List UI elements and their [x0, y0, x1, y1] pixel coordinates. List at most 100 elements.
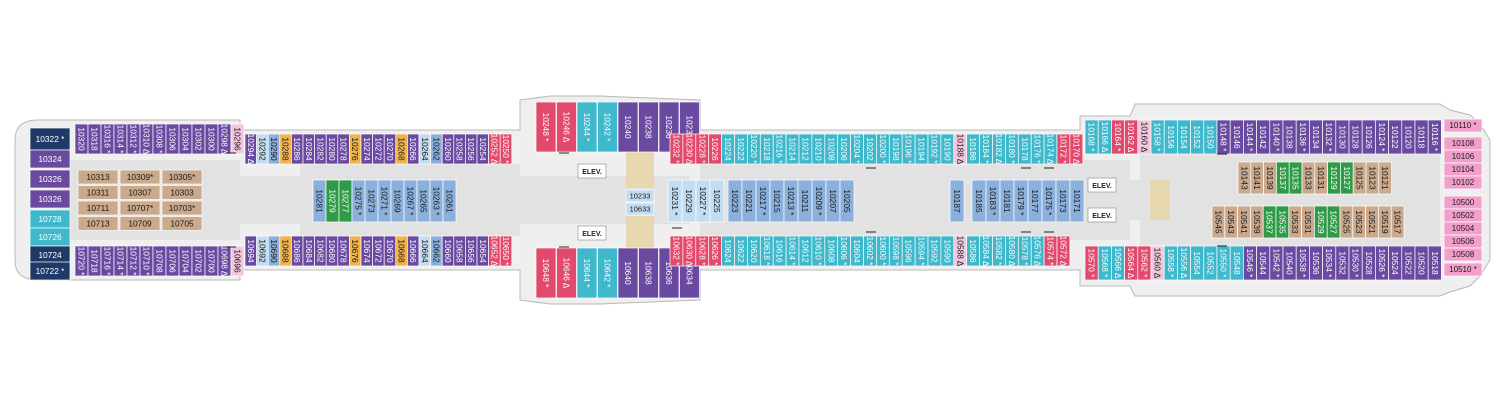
- cabin-10580[interactable]: 10580 Δ: [1005, 236, 1019, 267]
- cabin-10678[interactable]: 10678: [337, 235, 350, 267]
- cabin-10274[interactable]: 10274: [360, 133, 373, 165]
- cabin-10517[interactable]: 10517: [1390, 205, 1405, 239]
- cabin-10684[interactable]: 10684: [302, 235, 315, 267]
- cabin-10604[interactable]: 10604: [850, 235, 864, 267]
- cabin-10518[interactable]: 10518: [1427, 245, 1442, 281]
- cabin-10280[interactable]: 10280: [325, 133, 339, 165]
- cabin-10504[interactable]: 10504: [1443, 221, 1483, 236]
- cabin-10528[interactable]: 10528: [1361, 245, 1376, 281]
- cabin-10560[interactable]: 10560 Δ: [1150, 245, 1165, 281]
- cabin-10184[interactable]: 10184 *: [979, 133, 993, 165]
- cabin-10143[interactable]: 10143: [1237, 161, 1252, 195]
- cabin-10707[interactable]: 10707*: [119, 200, 161, 216]
- cabin-10536[interactable]: 10536: [1309, 245, 1323, 281]
- cabin-10220[interactable]: 10220 *: [747, 133, 761, 165]
- cabin-10574[interactable]: 10574 *: [1043, 235, 1058, 267]
- cabin-10586[interactable]: 10586: [966, 235, 980, 267]
- cabin-10162[interactable]: 10162 Δ: [1124, 119, 1139, 155]
- cabin-10602[interactable]: 10602 *: [863, 235, 877, 267]
- cabin-10544[interactable]: 10544: [1256, 245, 1271, 281]
- cabin-10682[interactable]: 10682: [314, 235, 327, 267]
- cabin-10137[interactable]: 10137: [1276, 161, 1290, 195]
- cabin-10610[interactable]: 10610 *: [811, 235, 826, 267]
- cabin-10227[interactable]: 10227 *: [695, 179, 711, 223]
- cabin-10519[interactable]: 10519: [1378, 205, 1392, 239]
- cabin-10552[interactable]: 10552: [1203, 245, 1218, 281]
- cabin-10652[interactable]: 10652 Δ: [488, 236, 501, 267]
- cabin-10320[interactable]: 10320: [74, 123, 89, 155]
- cabin-10543[interactable]: 10543: [1224, 205, 1238, 239]
- cabin-10202[interactable]: 10202: [863, 133, 877, 165]
- cabin-10521[interactable]: 10521: [1365, 205, 1379, 239]
- cabin-10158[interactable]: 10158 *: [1150, 119, 1165, 155]
- cabin-10534[interactable]: 10534 *: [1322, 245, 1337, 281]
- cabin-10324[interactable]: 10324: [29, 149, 71, 169]
- cabin-10290[interactable]: 10290: [267, 133, 281, 165]
- cabin-10271[interactable]: 10271 *: [377, 179, 392, 223]
- cabin-10278[interactable]: 10278: [337, 133, 350, 165]
- cabin-10709[interactable]: 10709: [119, 216, 161, 231]
- cabin-10318[interactable]: 10318: [87, 123, 102, 155]
- cabin-10628[interactable]: 10628 *: [695, 235, 710, 267]
- cabin-10218[interactable]: 10218: [759, 133, 774, 165]
- cabin-10523[interactable]: 10523: [1352, 205, 1366, 239]
- cabin-10704[interactable]: 10704: [178, 245, 193, 277]
- cabin-10532[interactable]: 10532: [1335, 245, 1350, 281]
- cabin-10537[interactable]: 10537: [1262, 205, 1277, 239]
- cabin-10713[interactable]: 10713: [77, 216, 119, 231]
- cabin-10263[interactable]: 10263 *: [429, 179, 444, 223]
- cabin-10273[interactable]: 10273: [364, 179, 379, 223]
- cabin-10110[interactable]: 10110 *: [1443, 118, 1483, 133]
- cabin-10668[interactable]: 10668: [395, 235, 408, 267]
- cabin-10229[interactable]: 10229: [681, 179, 697, 223]
- cabin-10262[interactable]: 10262: [430, 133, 443, 165]
- cabin-10616[interactable]: 10616: [772, 235, 787, 267]
- cabin-10562[interactable]: 10562 *: [1137, 245, 1152, 281]
- cabin-10211[interactable]: 10211: [797, 179, 813, 223]
- cabin-10168[interactable]: 10168 *: [1084, 119, 1099, 155]
- cabin-10166[interactable]: 10166 Δ: [1097, 119, 1112, 155]
- cabin-10326[interactable]: 10326: [29, 189, 71, 209]
- cabin-10122[interactable]: 10122: [1388, 119, 1403, 155]
- cabin-10223[interactable]: 10223: [727, 179, 743, 223]
- cabin-10688[interactable]: 10688: [279, 235, 292, 267]
- cabin-10116[interactable]: 10116 *: [1427, 119, 1442, 155]
- cabin-10146[interactable]: 10146: [1229, 119, 1244, 155]
- cabin-10269[interactable]: 10269: [390, 179, 405, 223]
- cabin-10696[interactable]: 10696: [230, 245, 245, 277]
- cabin-10530[interactable]: 10530 *: [1348, 245, 1363, 281]
- cabin-10224[interactable]: 10224: [721, 133, 735, 165]
- cabin-10225[interactable]: 10225: [709, 179, 725, 223]
- cabin-10522[interactable]: 10522: [1401, 245, 1416, 281]
- cabin-10288[interactable]: 10288: [279, 133, 292, 165]
- cabin-10303[interactable]: 10303: [161, 185, 203, 200]
- cabin-10138[interactable]: 10138: [1282, 119, 1297, 155]
- cabin-10216[interactable]: 10216 *: [772, 133, 787, 165]
- cabin-10614[interactable]: 10614 *: [785, 235, 800, 267]
- cabin-10125[interactable]: 10125: [1352, 161, 1367, 195]
- cabin-10307[interactable]: 10307: [119, 185, 161, 200]
- cabin-10232[interactable]: 10232 *: [669, 133, 684, 165]
- cabin-10185[interactable]: 10185: [971, 179, 987, 223]
- cabin-10180[interactable]: 10180 *: [1005, 133, 1019, 165]
- cabin-10724[interactable]: 10724: [29, 245, 71, 265]
- cabin-10240[interactable]: 10240: [617, 101, 639, 153]
- cabin-10716[interactable]: 10716 *: [100, 245, 115, 277]
- cabin-10524[interactable]: 10524: [1388, 245, 1403, 281]
- cabin-10540[interactable]: 10540: [1282, 245, 1297, 281]
- cabin-10546[interactable]: 10546 *: [1243, 245, 1257, 281]
- cabin-10612[interactable]: 10612: [798, 235, 813, 267]
- cabin-10566[interactable]: 10566 Δ: [1111, 245, 1125, 281]
- cabin-10192[interactable]: 10192 *: [927, 133, 942, 165]
- cabin-10150[interactable]: 10150: [1203, 119, 1218, 155]
- cabin-10121[interactable]: 10121: [1378, 161, 1392, 195]
- cabin-10304[interactable]: 10304: [178, 123, 193, 155]
- cabin-10210[interactable]: 10210: [811, 133, 826, 165]
- cabin-10182[interactable]: 10182 Δ: [992, 134, 1006, 165]
- cabin-10261[interactable]: 10261: [442, 179, 457, 223]
- cabin-10281[interactable]: 10281: [312, 179, 327, 223]
- cabin-10502[interactable]: 10502: [1443, 208, 1483, 223]
- cabin-10564[interactable]: 10564 Δ: [1124, 245, 1139, 281]
- cabin-10545[interactable]: 10545: [1211, 205, 1226, 239]
- cabin-10674[interactable]: 10674: [360, 235, 373, 267]
